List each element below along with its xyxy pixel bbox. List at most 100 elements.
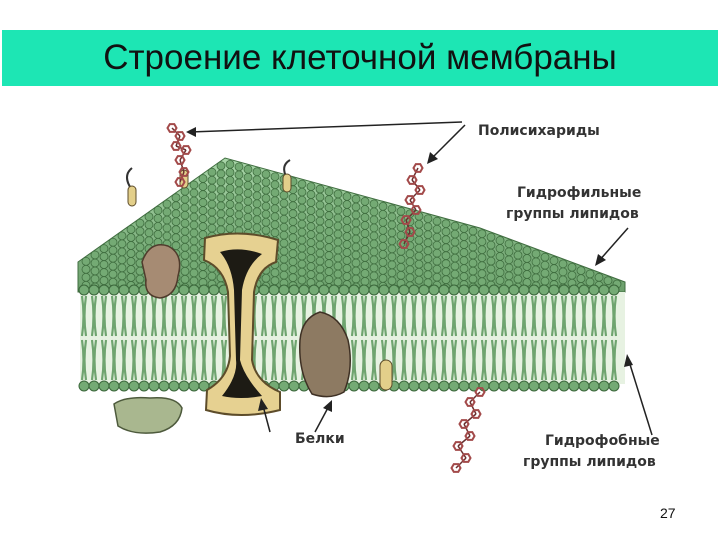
top-lipid-head bbox=[315, 256, 325, 266]
sugar-link bbox=[411, 167, 419, 181]
top-lipid-head bbox=[225, 167, 235, 177]
sugar-unit bbox=[474, 387, 486, 397]
top-lipid-head bbox=[513, 266, 523, 276]
top-lipid-head bbox=[360, 245, 370, 254]
lipid-tail bbox=[430, 339, 438, 381]
lipid-tail bbox=[380, 295, 388, 337]
top-lipid-head bbox=[333, 205, 343, 215]
top-lipid-head bbox=[360, 197, 370, 206]
top-lipid-head bbox=[567, 270, 577, 280]
top-lipid-head bbox=[180, 266, 190, 276]
lipid-heads-lower-row bbox=[78, 380, 620, 392]
lipid-head bbox=[338, 284, 350, 296]
lipid-head bbox=[548, 284, 560, 296]
top-lipid-head bbox=[99, 260, 109, 270]
top-lipid-head bbox=[576, 266, 586, 276]
top-lipid-head bbox=[153, 230, 163, 239]
top-lipid-head bbox=[351, 226, 361, 236]
top-lipid-head bbox=[126, 265, 136, 274]
lipid-head bbox=[438, 380, 450, 392]
top-lipid-head bbox=[603, 276, 613, 286]
lipid-tail bbox=[470, 339, 478, 381]
top-lipid-head bbox=[81, 272, 91, 282]
top-lipid-head bbox=[342, 216, 352, 225]
top-lipid-head bbox=[486, 232, 496, 242]
lipid-tail bbox=[290, 339, 298, 381]
top-lipid-head bbox=[378, 249, 388, 259]
sugar-link bbox=[405, 209, 417, 221]
top-lipid-head bbox=[360, 269, 370, 278]
lipid-tail bbox=[100, 339, 108, 381]
top-lipid-head bbox=[585, 269, 595, 279]
top-lipid-head bbox=[207, 167, 217, 177]
top-lipid-head bbox=[396, 254, 406, 264]
lipid-tail bbox=[500, 295, 508, 337]
top-lipid-head bbox=[207, 183, 217, 193]
top-lipid-head bbox=[423, 254, 433, 264]
lipid-tail bbox=[390, 295, 398, 337]
top-lipid-head bbox=[234, 170, 244, 180]
sugar-link bbox=[171, 127, 181, 137]
top-lipid-head bbox=[279, 230, 289, 240]
top-lipid-head bbox=[207, 215, 217, 225]
top-lipid-head bbox=[495, 244, 505, 253]
lipid-tail bbox=[580, 339, 588, 381]
lipid-tail bbox=[460, 295, 468, 337]
lipid-tail bbox=[180, 295, 188, 337]
top-lipid-head bbox=[477, 277, 487, 287]
top-lipid-head bbox=[144, 236, 154, 246]
top-lipid-head bbox=[351, 210, 361, 220]
top-lipid-head bbox=[297, 219, 307, 229]
top-lipid-head bbox=[225, 183, 235, 193]
top-lipid-head bbox=[288, 193, 298, 203]
sugar-unit bbox=[414, 185, 426, 195]
top-lipid-head bbox=[540, 252, 550, 262]
lipid-tail bbox=[80, 339, 88, 381]
top-lipid-head bbox=[513, 250, 523, 260]
top-lipid-head bbox=[414, 219, 424, 229]
top-lipid-head bbox=[450, 253, 460, 263]
sugar-unit bbox=[166, 123, 178, 133]
top-lipid-head bbox=[108, 245, 118, 255]
top-lipid-head bbox=[126, 249, 136, 258]
sugar-unit bbox=[180, 145, 192, 155]
top-lipid-head bbox=[585, 277, 595, 287]
top-lipid-head bbox=[324, 267, 334, 276]
top-lipid-head bbox=[270, 220, 280, 230]
top-lipid-head bbox=[504, 239, 514, 249]
top-lipid-head bbox=[495, 268, 505, 277]
top-lipid-head bbox=[360, 229, 370, 238]
top-lipid-head bbox=[261, 169, 271, 179]
top-lipid-head bbox=[351, 274, 361, 284]
lipid-head bbox=[438, 284, 450, 296]
top-lipid-head bbox=[387, 268, 397, 278]
top-lipid-head bbox=[351, 242, 361, 252]
sugar-link bbox=[455, 457, 467, 469]
top-lipid-head bbox=[207, 191, 217, 201]
top-lipid-head bbox=[306, 270, 316, 280]
lipid-head bbox=[98, 284, 110, 296]
lipid-tail bbox=[470, 295, 478, 337]
top-lipid-head bbox=[414, 243, 424, 253]
lipid-tail bbox=[90, 339, 98, 381]
top-lipid-head bbox=[342, 208, 352, 217]
top-lipid-head bbox=[378, 201, 388, 211]
top-lipid-head bbox=[450, 261, 460, 271]
lipid-tail bbox=[140, 295, 148, 337]
lipid-head bbox=[608, 380, 620, 392]
top-lipid-head bbox=[279, 214, 289, 224]
top-lipid-head bbox=[369, 271, 379, 281]
top-lipid-head bbox=[531, 273, 541, 283]
integral-protein-right bbox=[299, 311, 351, 398]
top-lipid-head bbox=[198, 214, 208, 223]
sugar-link bbox=[175, 135, 181, 147]
top-lipid-head bbox=[306, 262, 316, 272]
lipid-head bbox=[258, 284, 270, 296]
top-lipid-head bbox=[180, 210, 190, 220]
top-lipid-head bbox=[171, 217, 181, 227]
top-lipid-head bbox=[351, 234, 361, 244]
top-lipid-head bbox=[495, 236, 505, 245]
top-lipid-head bbox=[432, 232, 442, 242]
lipid-tail bbox=[490, 295, 498, 337]
top-lipid-head bbox=[387, 244, 397, 254]
